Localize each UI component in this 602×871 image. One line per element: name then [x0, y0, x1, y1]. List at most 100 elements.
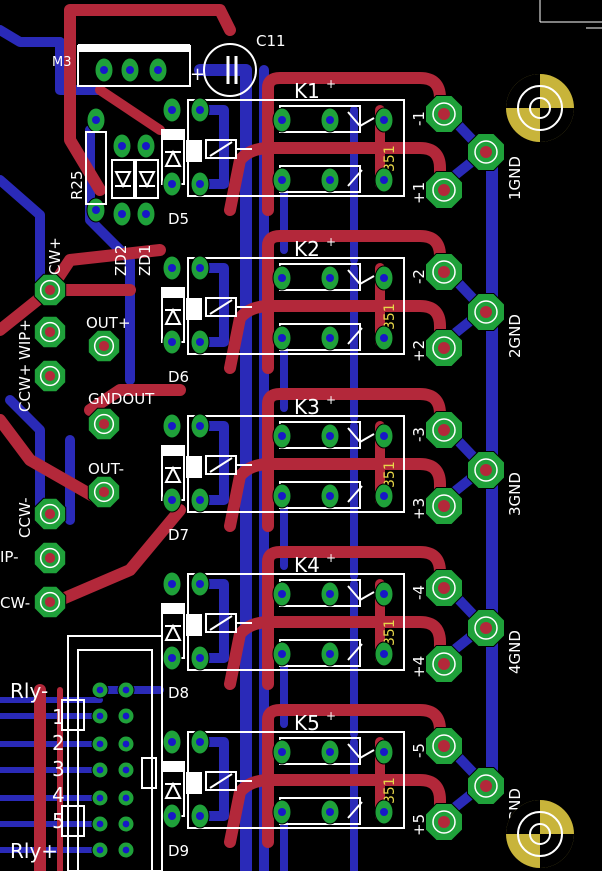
label-zd1: ZD1 — [136, 245, 154, 276]
relay-5-pad-a-hole — [278, 748, 286, 756]
relay-4-terminal-minus-hole — [438, 582, 450, 594]
header-pad-right-5-hole — [122, 794, 130, 802]
header-pad-right-6-hole — [122, 820, 130, 828]
label-c11: C11 — [256, 32, 286, 50]
relay-5-trace-coil — [224, 774, 446, 848]
relay-3-pad-e-hole — [326, 492, 334, 500]
diode-4-symbol — [164, 623, 182, 641]
label-ccw-minus: CCW- — [16, 497, 34, 538]
relay-header — [61, 635, 163, 871]
relay-2-pad-coil-bottom-hole — [196, 338, 204, 346]
relay-2-switch-bottom — [347, 327, 363, 345]
m3-pad-1-hole — [100, 66, 108, 74]
diode-4-designator: D8 — [168, 684, 189, 702]
header-pad-right-1-hole — [122, 686, 130, 694]
relay-4-pad-coil-top-hole — [196, 580, 204, 588]
relay-1-trace-loop — [262, 72, 446, 216]
diode-5-symbol — [164, 781, 182, 799]
relay-5-pad-f-hole — [380, 808, 388, 816]
pad-ccw-minus-hole — [44, 508, 56, 520]
relay-1-terminal-gnd-ring — [474, 140, 498, 164]
pad-gndout-ring — [93, 413, 115, 435]
pad-out-plus-hole — [98, 340, 110, 352]
header-pad-right-4-hole — [122, 766, 130, 774]
relay-2-designator-plus: + — [326, 235, 336, 249]
diode-3-designator: D7 — [168, 526, 189, 544]
diode-1-band — [162, 130, 184, 140]
zener-zd1 — [135, 159, 159, 199]
pad-layer — [33, 57, 505, 859]
label-gndout: GNDOUT — [88, 390, 155, 408]
header-pad-left-5-hole — [96, 794, 104, 802]
label-r25: R25 — [68, 170, 86, 200]
relay-5-pad-b-hole — [326, 748, 334, 756]
relay-5-trace-loop — [262, 704, 446, 848]
relay-1-pad-coil-top-hole — [196, 106, 204, 114]
diode-3-tab — [186, 456, 202, 478]
diode-2-tab — [186, 298, 202, 320]
relay-2-terminal-minus-ring — [432, 260, 456, 284]
relay-1-terminal-minus-ring — [432, 102, 456, 126]
board-edge-lines — [539, 0, 602, 29]
relay-1-trace-coil — [224, 142, 446, 216]
relay-3-pad-coil-top-hole — [196, 422, 204, 430]
relay-2-pad-a-hole — [278, 274, 286, 282]
connector-m3 — [77, 44, 191, 87]
relay-1-designator: K1 — [294, 79, 320, 103]
relay-5-designator: K5 — [294, 711, 320, 735]
relay-4-terminal-gnd-hole — [480, 622, 492, 634]
header-number-3: 3 — [52, 757, 65, 781]
relay-3-switch-bottom — [347, 485, 363, 503]
label-wip-minus: IP- — [0, 548, 19, 566]
relay-1-designator-plus: + — [326, 77, 336, 91]
relay-5-pad-d-top-hole — [168, 738, 176, 746]
zd2-pad-bottom-hole — [118, 210, 126, 218]
relay-3-terminal-plus-hole — [438, 500, 450, 512]
zd2-pad-top-hole — [118, 142, 126, 150]
relay-2-label-minus: -2 — [410, 269, 428, 284]
relay-2-terminal-plus-hole — [438, 342, 450, 354]
relay-3-pad-d-top-hole — [168, 422, 176, 430]
relay-1-pad-b-hole — [326, 116, 334, 124]
header-number-5: 5 — [52, 809, 65, 833]
relay-5-terminal-minus-ring — [432, 734, 456, 758]
relay-5-designator-plus: + — [326, 709, 336, 723]
relay-5-value: 351 — [382, 777, 398, 804]
header-pad-left-2-hole — [96, 712, 104, 720]
pad-wip-minus-ring — [39, 547, 61, 569]
relay-2-designator: K2 — [294, 237, 320, 261]
label-out-plus: OUT+ — [86, 314, 131, 332]
relay-2-value: 351 — [382, 303, 398, 330]
header-number-1: 1 — [52, 705, 65, 729]
r25-pad-bottom-hole — [92, 206, 100, 214]
relay-1-terminal-plus-hole — [438, 184, 450, 196]
header-number-2: 2 — [52, 731, 65, 755]
relay-3-trace-coil — [224, 458, 446, 532]
label-rly-minus: Rly- — [10, 679, 48, 703]
relay-1-coil-slash — [209, 141, 233, 157]
relay-2-pad-d-bottom-hole — [168, 338, 176, 346]
relay-4-switch-bottom — [347, 643, 363, 661]
relay-1-label-gnd: 1GND — [506, 156, 524, 200]
relay-4-label-minus: -4 — [410, 585, 428, 600]
zener-zd2 — [111, 159, 135, 199]
relay-1-pad-c-hole — [380, 116, 388, 124]
relay-2-terminal-gnd-hole — [480, 306, 492, 318]
relay-2-trace-loop — [262, 230, 446, 374]
relay-2-terminal-minus-hole — [438, 266, 450, 278]
diode-2-symbol — [164, 307, 182, 325]
relay-4-value: 351 — [382, 619, 398, 646]
relay-1-pad-d-top-hole — [168, 106, 176, 114]
diode-4-band — [162, 604, 184, 614]
capacitor-c11 — [203, 43, 257, 97]
header-pad-right-7-hole — [122, 846, 130, 854]
relay-5-coil-slash — [209, 773, 233, 789]
relay-2-pad-coil-top-hole — [196, 264, 204, 272]
relay-2-pad-c-hole — [380, 274, 388, 282]
pad-wip-plus-hole — [44, 326, 56, 338]
relay-3-pad-f-hole — [380, 492, 388, 500]
pad-wip-minus-hole — [44, 552, 56, 564]
relay-3-pad-a-hole — [278, 432, 286, 440]
